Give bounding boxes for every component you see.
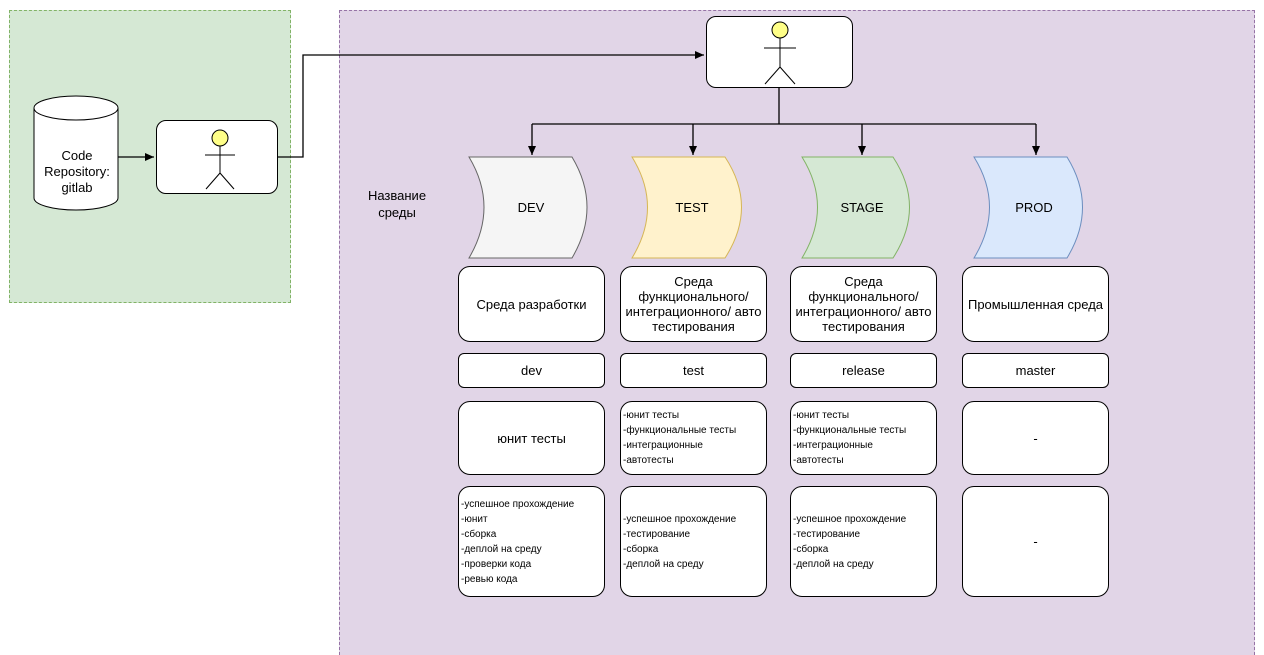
stick-figure-icon <box>205 129 235 190</box>
developer-to-lead-arrow <box>278 51 704 158</box>
env-chevron-stage <box>801 156 910 259</box>
env-label-stage: STAGE <box>840 199 884 215</box>
env-promotion-item: -успешное прохождение <box>623 513 737 525</box>
env-label-prod: PROD <box>1015 199 1053 215</box>
env-promotion-item: - <box>1033 534 1038 549</box>
env-branch-test: test <box>620 353 767 388</box>
env-tests-item: -интеграционные <box>623 440 703 451</box>
env-tests-stage: -юнит тесты -функциональные тесты -интег… <box>790 401 937 475</box>
env-promotion-prod: - <box>962 486 1109 597</box>
env-promotion-item: -деплой на среду <box>793 558 874 570</box>
env-tests-item: -функциональные тесты <box>623 425 737 436</box>
env-label-dev: DEV <box>517 199 545 215</box>
env-tests-item: -юнит тесты <box>793 410 850 421</box>
env-description-prod: Промышленная среда <box>962 266 1109 342</box>
env-promotion-dev: -успешное прохождение -юнит -сборка -деп… <box>458 486 605 597</box>
env-tests-item: -интеграционные <box>793 440 873 451</box>
env-promotion-item: -сборка <box>793 543 829 555</box>
lead-actor[interactable] <box>706 16 853 88</box>
stick-figure-icon <box>764 21 796 85</box>
repository-cylinder[interactable] <box>33 95 119 211</box>
env-branch-dev: dev <box>458 353 605 388</box>
env-promotion-item: -деплой на среду <box>461 543 542 555</box>
env-description-test: Среда функционального/ интеграционного/ … <box>620 266 767 342</box>
env-promotion-test: -успешное прохождение -тестирование -сбо… <box>620 486 767 597</box>
env-tests-item: -юнит тесты <box>623 410 680 421</box>
env-promotion-item: -успешное прохождение <box>793 513 907 525</box>
env-chevron-dev <box>468 156 588 259</box>
env-promotion-item: -сборка <box>623 543 659 555</box>
repository-label: Code Repository: gitlab <box>44 148 110 195</box>
env-tests-dev: юнит тесты <box>458 401 605 475</box>
env-description-dev: Среда разработки <box>458 266 605 342</box>
env-promotion-item: -деплой на среду <box>623 558 704 570</box>
env-promotion-item: -ревью кода <box>461 573 518 585</box>
env-label-test: TEST <box>675 199 709 215</box>
env-tests-item: -функциональные тесты <box>793 425 907 436</box>
env-promotion-item: -проверки кода <box>461 558 532 570</box>
env-tests-item: юнит тесты <box>497 430 566 446</box>
env-branch-prod: master <box>962 353 1109 388</box>
env-tests-item: -автотесты <box>793 455 844 466</box>
env-tests-item: -автотесты <box>623 455 674 466</box>
env-tests-test: -юнит тесты -функциональные тесты -интег… <box>620 401 767 475</box>
env-promotion-item: -успешное прохождение <box>461 498 575 510</box>
env-branch-stage: release <box>790 353 937 388</box>
env-chevron-prod <box>973 156 1083 259</box>
env-tests-prod: - <box>962 401 1109 475</box>
env-name-caption: Название среды <box>367 188 427 220</box>
env-tests-item: - <box>1033 430 1038 446</box>
distribution-tree <box>528 88 1040 155</box>
developer-actor[interactable] <box>156 120 278 194</box>
env-promotion-stage: -успешное прохождение -тестирование -сбо… <box>790 486 937 597</box>
env-promotion-item: -юнит <box>461 513 488 525</box>
env-description-stage: Среда функционального/ интеграционного/ … <box>790 266 937 342</box>
env-chevron-test <box>631 156 742 259</box>
env-promotion-item: -тестирование <box>793 528 861 540</box>
env-promotion-item: -сборка <box>461 528 497 540</box>
env-promotion-item: -тестирование <box>623 528 691 540</box>
